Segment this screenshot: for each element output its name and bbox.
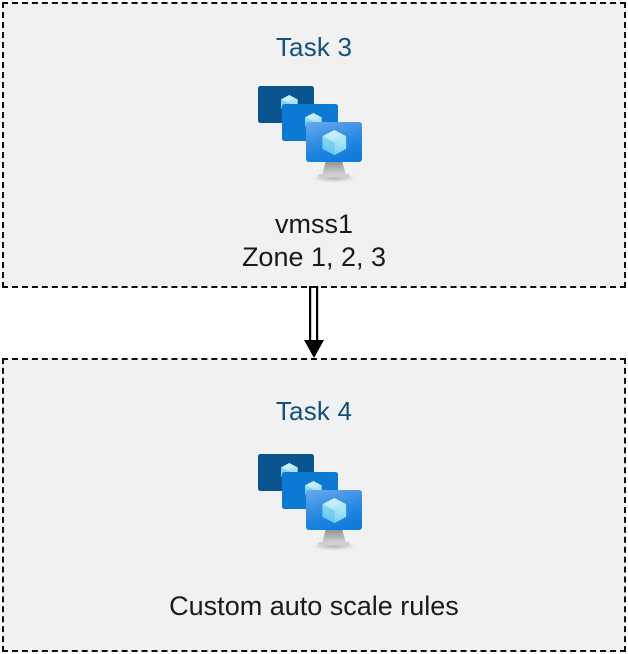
azure-vm-scale-set-icon bbox=[258, 86, 362, 183]
task3-caption-line-1: vmss1 bbox=[274, 209, 353, 239]
task4-caption-line-1: Custom auto scale rules bbox=[169, 591, 459, 621]
azure-vm-scale-set-icon bbox=[258, 454, 362, 551]
task-box-task3[interactable]: Task 3 bbox=[2, 2, 626, 288]
task4-title: Task 4 bbox=[275, 396, 353, 426]
task-box-task4[interactable]: Task 4 bbox=[2, 358, 626, 652]
task3-caption: vmss1 Zone 1, 2, 3 bbox=[242, 208, 386, 274]
task3-title: Task 3 bbox=[275, 32, 353, 62]
task3-caption-line-2: Zone 1, 2, 3 bbox=[241, 241, 387, 272]
task4-caption: Custom auto scale rules bbox=[169, 590, 459, 623]
connector-arrow-task3-to-task4 bbox=[304, 286, 324, 358]
